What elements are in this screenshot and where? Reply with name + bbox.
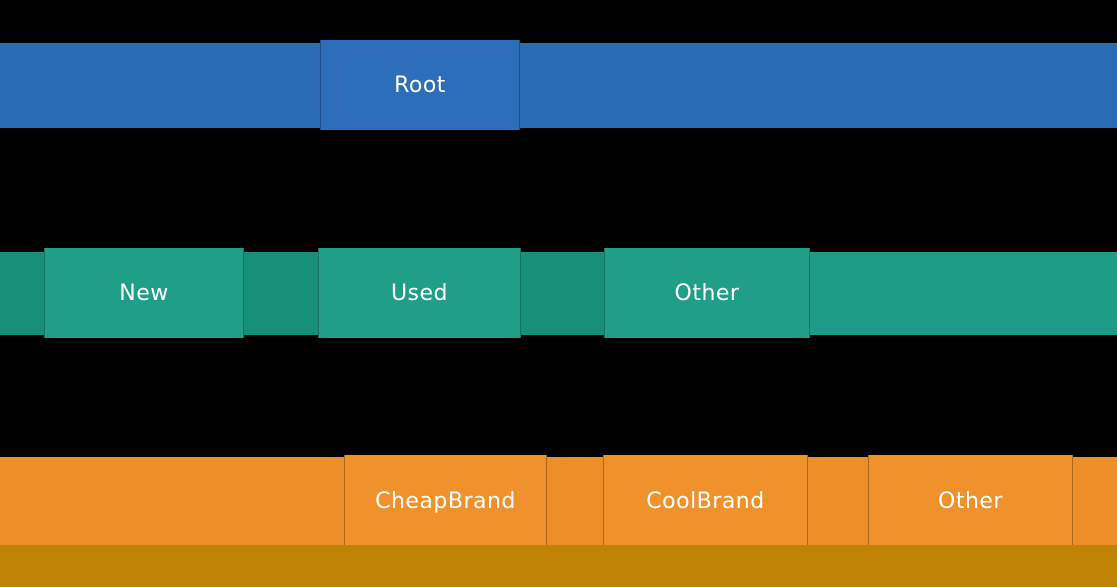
node-other-condition-label: Other [674,280,740,306]
node-root[interactable]: Root [320,40,520,130]
level2-dim-segment-left [0,252,44,335]
level2-light-segment [810,252,1117,335]
node-other-condition[interactable]: Other [604,248,810,338]
level2-dim-segment-right [521,252,604,335]
node-other-brand[interactable]: Other [868,455,1073,547]
node-cheapbrand[interactable]: CheapBrand [344,455,547,547]
node-new-label: New [119,280,169,306]
node-new[interactable]: New [44,248,244,338]
node-other-brand-label: Other [938,488,1003,514]
node-cheapbrand-label: CheapBrand [375,488,516,514]
level4-span-bar [0,545,1117,587]
node-root-label: Root [394,72,446,98]
node-coolbrand-label: CoolBrand [646,488,765,514]
level2-dim-segment-middle [244,252,318,335]
node-used-label: Used [390,280,449,306]
level1-span-bar [0,43,1117,128]
node-coolbrand[interactable]: CoolBrand [603,455,808,547]
node-used[interactable]: Used [318,248,521,338]
